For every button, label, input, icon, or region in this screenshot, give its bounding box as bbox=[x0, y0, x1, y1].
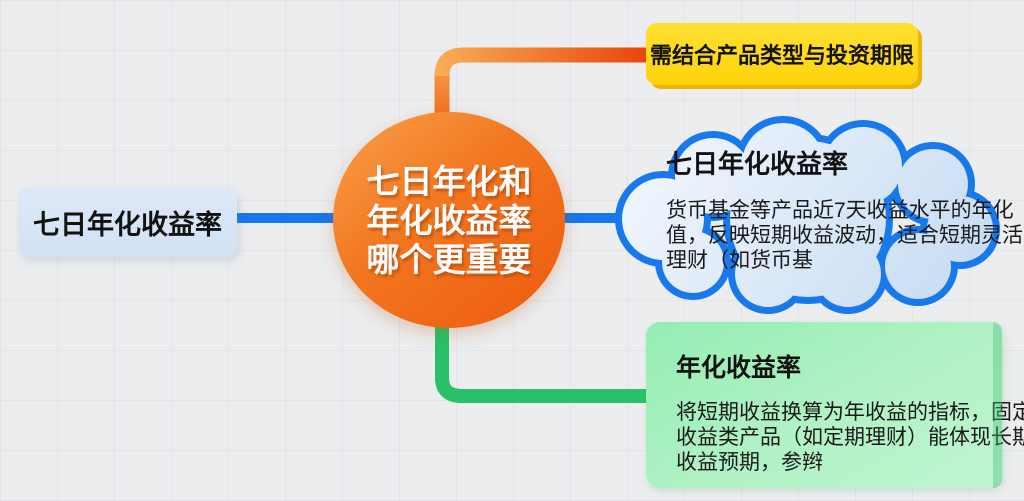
connector-green-elbow bbox=[435, 326, 650, 403]
node-branch-seven-day-yield: 七日年化收益率 货币基金等产品近7天收益水平的年化 值，反映短期收益波动，适合短… bbox=[608, 114, 1023, 316]
cloud-shape bbox=[615, 116, 1000, 314]
connector-orange-horizontal bbox=[434, 47, 650, 77]
annualized-yield-desc-line1: 将短期收益换算为年收益的指标，固定 bbox=[676, 401, 1024, 424]
annualized-yield-desc-line3: 收益预期，参辫 bbox=[676, 451, 823, 474]
seven-day-yield-description: 货币基金等产品近7天收益水平的年化 值，反映短期收益波动，适合短期灵活 理财（如… bbox=[666, 198, 1023, 273]
center-question-line2: 年化收益率 bbox=[366, 201, 532, 239]
center-question-line3: 哪个更重要 bbox=[366, 240, 532, 278]
center-question-line1: 七日年化和 bbox=[366, 162, 532, 200]
node-root-topic: 七日年化收益率 bbox=[18, 187, 237, 257]
annualized-yield-description: 将短期收益换算为年收益的指标，固定 收益类产品（如定期理财）能体现长期 收益预期… bbox=[676, 400, 1024, 475]
seven-day-yield-desc-line2: 值，反映短期收益波动，适合短期灵活 bbox=[666, 224, 1023, 247]
seven-day-yield-title: 七日年化收益率 bbox=[666, 149, 849, 179]
node-branch-conclusion: 需结合产品类型与投资期限 bbox=[646, 23, 918, 85]
node-branch-annualized-yield: 年化收益率 将短期收益换算为年收益的指标，固定 收益类产品（如定期理财）能体现长… bbox=[646, 322, 1024, 488]
cloud-fill bbox=[622, 123, 993, 307]
branch-conclusion-label: 需结合产品类型与投资期限 bbox=[649, 43, 914, 68]
node-center-question: 七日年化和 年化收益率 哪个更重要 bbox=[333, 112, 565, 328]
annualized-yield-desc-line2: 收益类产品（如定期理财）能体现长期 bbox=[676, 426, 1024, 449]
root-topic-label: 七日年化收益率 bbox=[33, 209, 222, 240]
annualized-yield-title: 年化收益率 bbox=[676, 354, 802, 382]
seven-day-yield-desc-line1: 货币基金等产品近7天收益水平的年化 bbox=[666, 199, 1014, 222]
seven-day-yield-desc-line3: 理财（如货币基 bbox=[666, 249, 813, 272]
